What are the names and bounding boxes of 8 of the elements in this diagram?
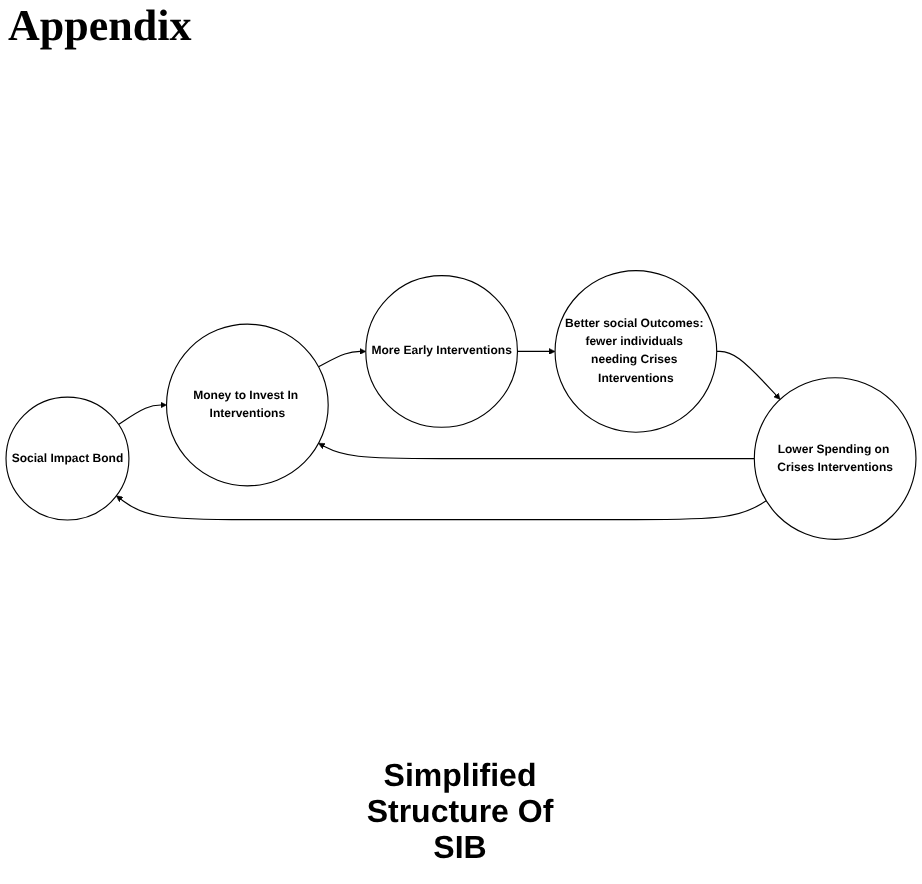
arrow: [118, 401, 167, 425]
arrow: [516, 348, 556, 355]
title: Appendix: [8, 0, 192, 52]
arrow: [318, 348, 367, 368]
arrow: [116, 495, 767, 521]
diagram-label: Simplified Structure Of SIB: [364, 760, 556, 868]
arrow: [716, 350, 781, 400]
arrow: [318, 443, 755, 460]
